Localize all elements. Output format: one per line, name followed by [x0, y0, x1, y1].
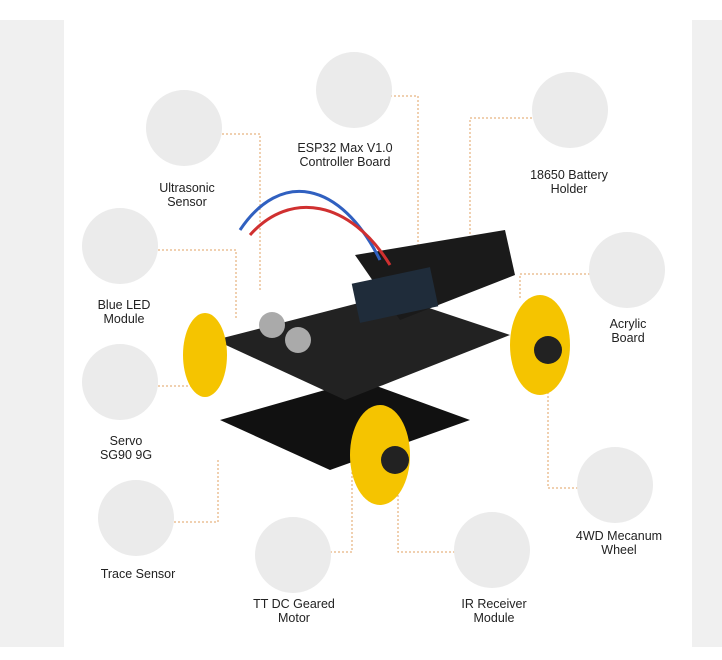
trace-thumbnail — [98, 480, 174, 556]
leader-acrylic — [519, 273, 590, 300]
robot-car — [183, 190, 570, 505]
leader-mecanum — [547, 380, 578, 489]
left-gutter — [0, 20, 64, 647]
battery-thumbnail — [532, 72, 608, 148]
controller-board — [351, 267, 439, 323]
mecanum-thumbnail — [577, 447, 653, 523]
leader-ultrasonic — [222, 133, 261, 290]
leader-ir — [397, 470, 455, 553]
leader-battery — [469, 117, 532, 255]
tt-motor-thumbnail — [255, 517, 331, 593]
label-trace: Trace Sensor — [100, 567, 176, 581]
leader-blue-led — [158, 249, 237, 320]
leader-esp32 — [390, 95, 419, 250]
wheel — [350, 405, 410, 505]
blue-led-thumbnail — [82, 208, 158, 284]
ir-thumbnail — [454, 512, 530, 588]
right-gutter — [692, 20, 722, 647]
servo-thumbnail — [82, 344, 158, 420]
acrylic-thumbnail — [589, 232, 665, 308]
leader-trace — [174, 460, 219, 523]
ultrasonic-thumbnail — [146, 90, 222, 166]
esp32-thumbnail — [316, 52, 392, 128]
wheel — [183, 313, 227, 397]
